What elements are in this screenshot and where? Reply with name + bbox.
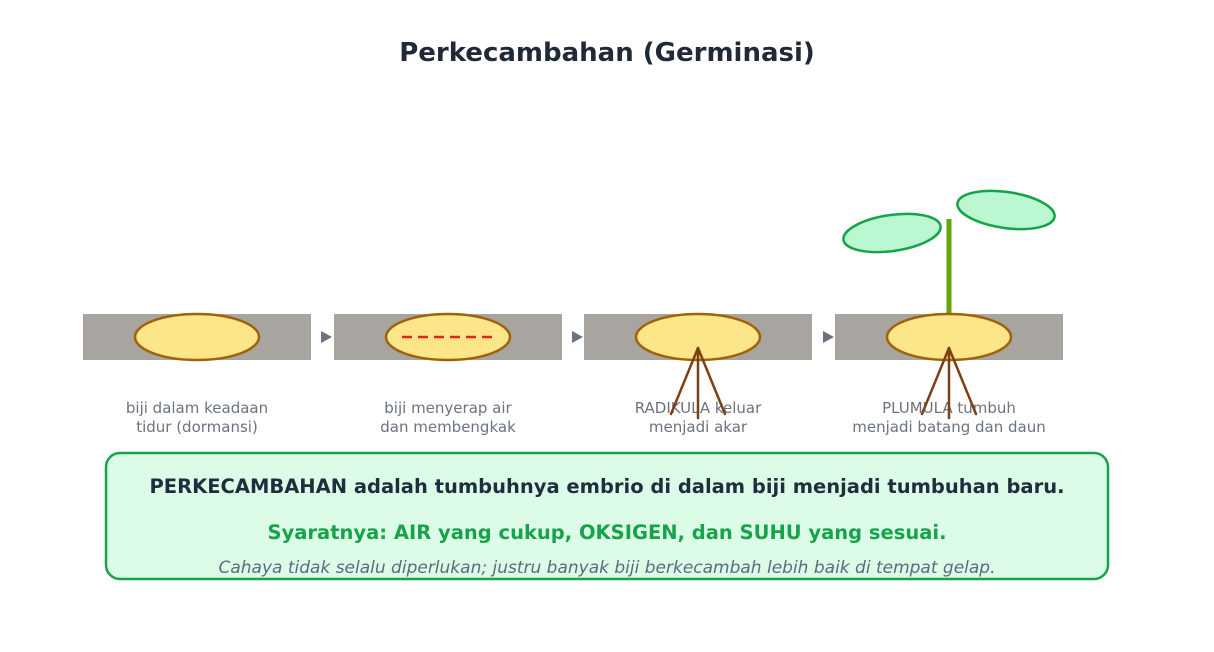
seed-1 <box>133 312 261 362</box>
arrow-right-icon <box>823 331 834 343</box>
info-box-frame <box>104 451 1110 581</box>
stage-2-caption-line-1: biji menyerap air <box>384 399 512 417</box>
stage-1-caption-line-1: biji dalam keadaan <box>126 399 268 417</box>
stage-4-plumule: PLUMULA tumbuh menjadi batang dan daun <box>835 189 1063 436</box>
info-box: PERKECAMBAHAN adalah tumbuhnya embrio di… <box>104 451 1110 581</box>
stage-3-radicle: RADIKULA keluar menjadi akar <box>584 312 812 436</box>
definition-text: PERKECAMBAHAN adalah tumbuhnya embrio di… <box>149 475 1064 498</box>
stage-1-dormant: biji dalam keadaan tidur (dormansi) <box>83 312 311 436</box>
definition-rest: adalah tumbuhnya embrio di dalam biji me… <box>347 475 1064 498</box>
diagram-title: Perkecambahan (Germinasi) <box>399 38 815 68</box>
stage-1-caption-line-2: tidur (dormansi) <box>136 418 258 436</box>
note-text: Cahaya tidak selalu diperlukan; justru b… <box>218 558 995 578</box>
seed-2 <box>384 312 512 362</box>
stage-2-imbibition: biji menyerap air dan membengkak <box>334 312 562 436</box>
roots-4 <box>920 346 978 420</box>
stage-4-caption-line-2: menjadi batang dan daun <box>852 418 1045 436</box>
arrow-right-icon <box>321 331 332 343</box>
definition-term: PERKECAMBAHAN <box>149 475 347 498</box>
stage-3-caption-line-2: menjadi akar <box>649 418 748 436</box>
stage-2-caption-line-2: dan membengkak <box>380 418 516 436</box>
leaf-left <box>842 212 942 254</box>
roots-3 <box>669 346 727 420</box>
arrow-right-icon <box>572 331 583 343</box>
leaf-right <box>956 189 1056 231</box>
requirements-text: Syaratnya: AIR yang cukup, OKSIGEN, dan … <box>268 521 947 544</box>
